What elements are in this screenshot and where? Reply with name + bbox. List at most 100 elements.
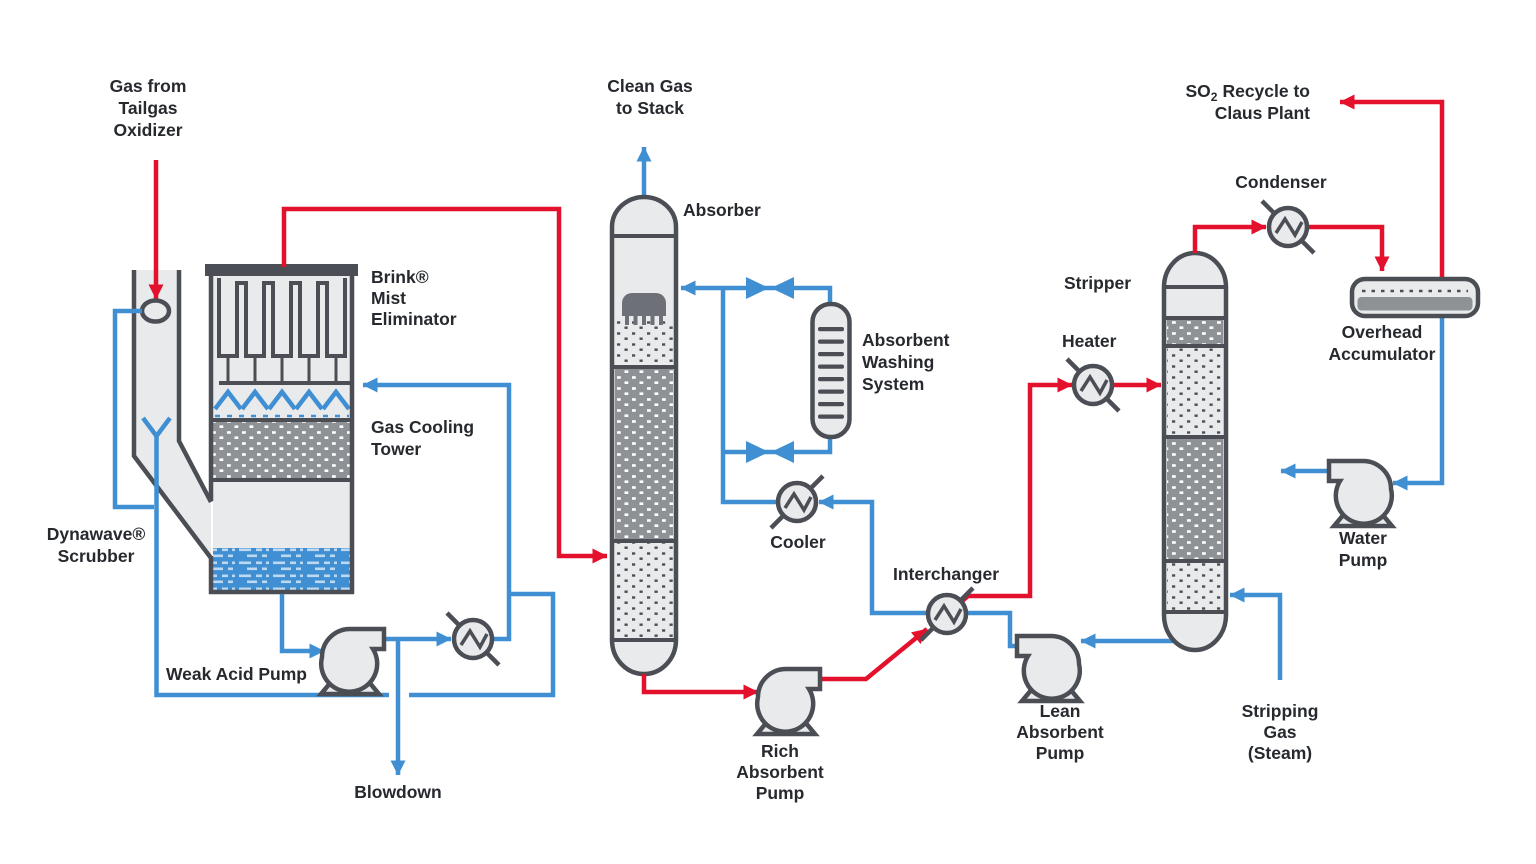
accumulator-liquid-band bbox=[1357, 297, 1473, 311]
tower-liquid bbox=[213, 548, 350, 592]
stripper-band-dark-1 bbox=[1167, 318, 1223, 346]
pump-body bbox=[1326, 458, 1395, 526]
spray-chevrons bbox=[213, 388, 351, 411]
absorber-section-lines bbox=[612, 234, 676, 642]
label-tailgas: Tailgas bbox=[118, 98, 177, 118]
pipe-condenser-outlet bbox=[1307, 224, 1390, 272]
pipe-scrubber-drain bbox=[154, 436, 556, 698]
label-brink-2: Mist bbox=[371, 288, 406, 308]
candle-stems bbox=[226, 356, 338, 383]
valve-icon bbox=[746, 441, 794, 463]
weak-acid-loop: Weak Acid Pump Blowdown bbox=[166, 377, 512, 802]
label-absorber: Absorber bbox=[683, 200, 761, 220]
label-brink-1: Brink® bbox=[371, 267, 429, 287]
pipe-stripper-overhead bbox=[1192, 219, 1267, 253]
exchanger-coil bbox=[459, 627, 489, 651]
pipe-cooled-return bbox=[362, 377, 512, 642]
condenser-icon bbox=[1260, 199, 1316, 255]
pipe-so2-recycle bbox=[1339, 94, 1445, 279]
overhead-accumulator-icon bbox=[1349, 276, 1481, 491]
stripper-column-icon bbox=[1080, 250, 1229, 653]
label-washing-1: Absorbent bbox=[862, 330, 950, 350]
pipe-tower-bottoms bbox=[279, 594, 325, 659]
valve-icon bbox=[746, 277, 794, 299]
pipe-scrubbed-gas-to-absorber bbox=[281, 206, 608, 564]
stripper-band-light-2 bbox=[1167, 561, 1223, 612]
pipe-scrubber-recycle bbox=[112, 308, 154, 510]
spray-nozzles-icon bbox=[213, 388, 351, 418]
label-accumulator-2: Accumulator bbox=[1329, 344, 1436, 364]
pipe-accumulator-bottoms bbox=[1392, 316, 1445, 491]
label-weak-acid-pump: Weak Acid Pump bbox=[166, 664, 307, 684]
label-lean-pump-3: Pump bbox=[1036, 743, 1085, 763]
absorber-packing-bottom bbox=[615, 543, 673, 638]
label-water-pump-1: Water bbox=[1339, 528, 1387, 548]
pump-body bbox=[754, 666, 823, 734]
label-oxidizer: Oxidizer bbox=[113, 120, 182, 140]
label-washing-3: System bbox=[862, 374, 924, 394]
heater-icon bbox=[1065, 357, 1121, 413]
scrubber-duct-body bbox=[136, 270, 211, 556]
label-gct-2: Tower bbox=[371, 439, 421, 459]
tailgas-inlet: Gas from Tailgas Oxidizer bbox=[110, 76, 187, 140]
pump-body bbox=[318, 626, 387, 694]
absorber-packing-mid bbox=[615, 367, 673, 540]
scrubber-wall-left bbox=[131, 270, 213, 560]
label-stripping-gas-2: Gas bbox=[1263, 722, 1296, 742]
cooler-coil bbox=[783, 490, 813, 514]
interchanger-icon bbox=[919, 586, 975, 642]
stripper-band-dark-2 bbox=[1167, 437, 1223, 561]
absorbent-washing-loop: Absorbent Washing System Cooler bbox=[680, 277, 1017, 649]
label-heater: Heater bbox=[1062, 331, 1117, 351]
heater-group: Heater bbox=[1062, 331, 1162, 413]
weak-acid-cooler-icon bbox=[445, 611, 501, 667]
absorbent-washing-system-icon bbox=[810, 301, 852, 440]
distributor-tooth bbox=[659, 316, 663, 325]
label-water-pump-2: Pump bbox=[1339, 550, 1388, 570]
label-gas-from: Gas from bbox=[110, 76, 187, 96]
stripper-section-lines bbox=[1164, 285, 1226, 614]
so2-rest: Recycle to bbox=[1222, 81, 1310, 101]
label-interchanger: Interchanger bbox=[893, 564, 999, 584]
pipe-cooler-outlet bbox=[720, 289, 778, 505]
pipe-lean-to-absorber bbox=[680, 280, 833, 304]
weak-acid-pump-icon bbox=[316, 626, 387, 697]
distributor-cap bbox=[622, 293, 666, 316]
label-lean-pump-2: Absorbent bbox=[1016, 722, 1104, 742]
distributor-tooth bbox=[625, 316, 629, 325]
scrubber-drain bbox=[141, 416, 556, 698]
pipe-stripping-gas bbox=[1229, 587, 1283, 680]
gas-cooling-tower-icon bbox=[205, 264, 358, 595]
label-gct-1: Gas Cooling bbox=[371, 417, 474, 437]
absorber-packing-top bbox=[615, 320, 673, 367]
label-accumulator-1: Overhead bbox=[1342, 322, 1423, 342]
so2-prefix: SO bbox=[1185, 81, 1210, 101]
absorber-column-icon bbox=[609, 146, 679, 677]
distributor-tooth bbox=[633, 316, 638, 325]
interchanger-coil bbox=[933, 602, 963, 626]
label-dynawave-2: Scrubber bbox=[58, 546, 135, 566]
cooler-icon bbox=[769, 474, 825, 530]
lean-pump-group: Lean Absorbent Pump bbox=[1014, 633, 1104, 763]
label-stripping-gas-3: (Steam) bbox=[1248, 743, 1312, 763]
label-cooler: Cooler bbox=[770, 532, 826, 552]
label-stripper: Stripper bbox=[1064, 273, 1131, 293]
label-clean-gas-2: to Stack bbox=[616, 98, 684, 118]
pump-body bbox=[1014, 633, 1083, 701]
washing-trays bbox=[818, 327, 844, 419]
tower-packing bbox=[213, 420, 350, 480]
rich-absorbent-pump-icon bbox=[752, 666, 823, 737]
distributor-tooth bbox=[642, 316, 646, 325]
brink-mist-eliminator-icon bbox=[217, 278, 352, 385]
label-blowdown: Blowdown bbox=[354, 782, 441, 802]
lean-absorbent-pump-icon bbox=[1014, 633, 1085, 704]
label-clean-gas-1: Clean Gas bbox=[607, 76, 693, 96]
stripping-gas-group: Stripping Gas (Steam) bbox=[1229, 587, 1318, 763]
tower-packing-borders bbox=[211, 418, 352, 482]
water-pump-icon bbox=[1326, 458, 1397, 529]
stripper-band-light-1 bbox=[1167, 346, 1223, 437]
absorber-distributor-icon bbox=[622, 293, 666, 325]
